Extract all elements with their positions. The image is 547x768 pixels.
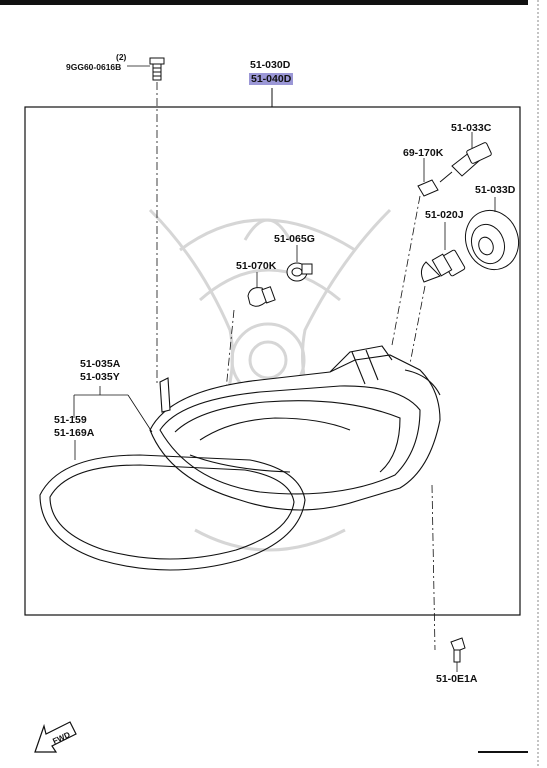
- label-clip: 69-170K: [403, 147, 444, 159]
- clip-icon: [417, 179, 439, 197]
- top-border: [0, 0, 528, 5]
- fwd-arrow-icon: [34, 721, 77, 753]
- bolt-icon: [149, 57, 165, 81]
- small-bulb-dashed-line: [225, 309, 235, 391]
- label-lens-b: 51-169A: [54, 427, 95, 439]
- label-lens-a: 51-159: [54, 414, 87, 426]
- label-headlamp-b: 51-040D: [249, 73, 294, 85]
- main-bulb-icon: [420, 249, 466, 283]
- screw-icon: [450, 637, 466, 663]
- leader-gasket-b: [127, 394, 153, 433]
- label-bolt: 9GG60-0616B: [66, 62, 122, 72]
- label-headlamp-a: 51-030D: [250, 59, 291, 71]
- cover-d-icon: [465, 209, 519, 271]
- gasket-ring: [39, 454, 306, 571]
- socket-c-icon: [439, 142, 492, 183]
- label-socket-g: 51-065G: [274, 233, 315, 245]
- label-small-bulb: 51-070K: [236, 260, 277, 272]
- socket-g-icon: [286, 262, 313, 282]
- headlamp-housing: [149, 345, 441, 511]
- label-gasket-y: 51-035Y: [80, 371, 120, 383]
- small-bulb-icon: [247, 286, 276, 307]
- label-socket-c: 51-033C: [451, 122, 492, 134]
- label-gasket-a: 51-035A: [80, 358, 121, 370]
- bolt-quantity: (2): [116, 52, 127, 62]
- screw-dashed-line: [431, 484, 436, 651]
- clip-dashed-line: [391, 195, 421, 346]
- label-main-bulb: 51-020J: [425, 209, 464, 221]
- label-screw: 51-0E1A: [436, 673, 478, 685]
- label-cover-d: 51-033D: [475, 184, 516, 196]
